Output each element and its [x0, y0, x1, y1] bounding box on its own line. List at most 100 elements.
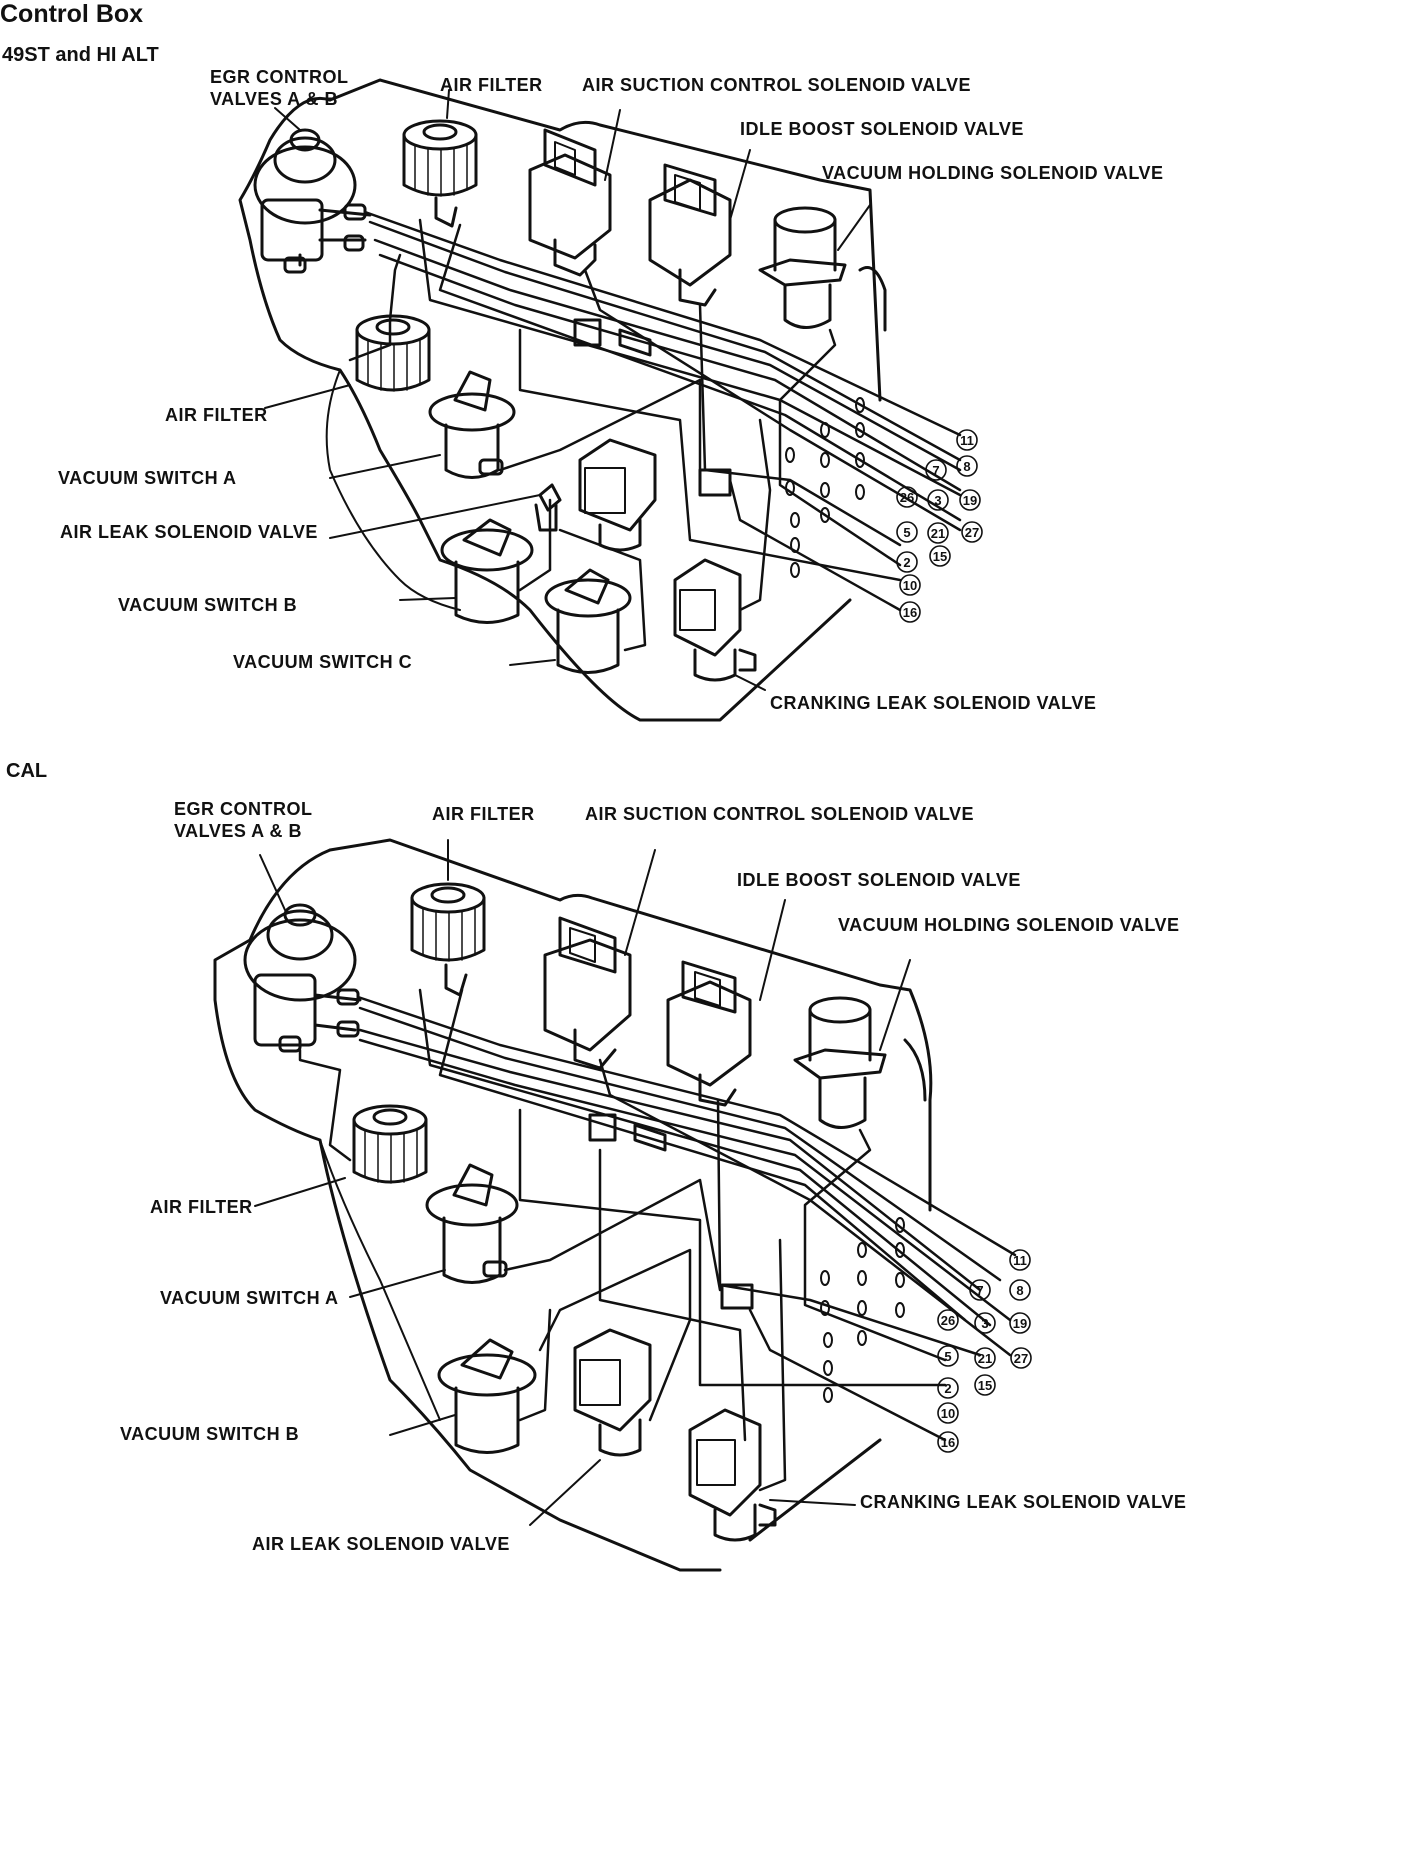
- air-filter-left-cal-drawing: [352, 1104, 428, 1184]
- label-idle-boost-solenoid-valve-cal: IDLE BOOST SOLENOID VALVE: [737, 870, 1021, 890]
- vacuum-hose-bundle: [348, 210, 962, 652]
- callout-cal-8: [1009, 1279, 1031, 1301]
- callout-cal-10-text: 10: [941, 1406, 955, 1421]
- label-egr-control-valves: EGR CONTROL VALVES A & B: [210, 66, 349, 110]
- vacuum-switch-a-drawing: [428, 370, 516, 479]
- label-vacuum-holding-solenoid-valve-cal: VACUUM HOLDING SOLENOID VALVE: [838, 915, 1180, 935]
- variant-heading-cal: CAL: [6, 760, 48, 782]
- control-box-housing-right-cal: [748, 1438, 882, 1542]
- callout-cal-16-text: 16: [941, 1435, 955, 1450]
- diagram-top-drawing: [238, 78, 962, 722]
- page-title: Control Box: [0, 0, 144, 28]
- cranking-leak-solenoid-cal-drawing: [688, 1408, 777, 1542]
- label-air-leak-solenoid-valve-cal: AIR LEAK SOLENOID VALVE: [252, 1534, 510, 1554]
- vacuum-switch-b-drawing: [440, 518, 534, 624]
- callout-cal-11-text: 11: [1013, 1253, 1027, 1268]
- air-filter-left-drawing: [355, 314, 431, 392]
- idle-boost-solenoid-drawing: [648, 163, 732, 307]
- callout-top-10-text: 10: [903, 578, 917, 593]
- top-hose-number-callouts: [896, 429, 983, 623]
- control-box-housing-left-cal: [213, 848, 722, 1572]
- callout-top-11: [956, 429, 978, 451]
- callout-top-2: [896, 551, 918, 573]
- callout-cal-2: [937, 1377, 959, 1399]
- label-air-leak-solenoid-valve: AIR LEAK SOLENOID VALVE: [60, 522, 318, 542]
- callout-top-7-text: 7: [932, 463, 939, 478]
- label-vacuum-holding-solenoid-valve: VACUUM HOLDING SOLENOID VALVE: [822, 163, 1164, 183]
- bottom-leader-lines: [254, 839, 911, 1526]
- egr-control-valve-cal-drawing: [243, 903, 362, 1053]
- hose-clamps-cal: [820, 1217, 905, 1403]
- label-vacuum-switch-b-cal: VACUUM SWITCH B: [120, 1424, 300, 1444]
- label-idle-boost-solenoid-valve: IDLE BOOST SOLENOID VALVE: [740, 119, 1024, 139]
- vacuum-holding-solenoid-drawing: [758, 206, 887, 332]
- idle-boost-solenoid-cal-drawing: [666, 960, 752, 1107]
- callout-top-5: [896, 521, 918, 543]
- callout-top-15: [929, 545, 951, 567]
- callout-cal-27: [1010, 1347, 1032, 1369]
- label-cranking-leak-solenoid-valve: CRANKING LEAK SOLENOID VALVE: [770, 693, 1097, 713]
- cranking-leak-solenoid-drawing: [673, 558, 757, 682]
- diagram-bottom-drawing: [213, 838, 1017, 1572]
- label-air-filter-left: AIR FILTER: [165, 405, 268, 425]
- callout-top-7: [925, 459, 947, 481]
- callout-cal-19: [1009, 1312, 1031, 1334]
- callout-top-15-text: 15: [933, 549, 947, 564]
- label-vacuum-switch-a: VACUUM SWITCH A: [58, 468, 237, 488]
- label-cranking-leak-solenoid-valve-cal: CRANKING LEAK SOLENOID VALVE: [860, 1492, 1187, 1512]
- callout-cal-21-text: 21: [978, 1351, 992, 1366]
- top-hose-number-text: 11 8 7 19 3 26 27 21 5 15 2 10 16: [900, 433, 979, 620]
- callout-top-10: [899, 574, 921, 596]
- callout-top-8: [956, 455, 978, 477]
- vacuum-switch-a-cal-drawing: [425, 1163, 519, 1284]
- label-vacuum-switch-c: VACUUM SWITCH C: [233, 652, 413, 672]
- callout-top-26-text: 26: [900, 490, 914, 505]
- callout-cal-16: [937, 1431, 959, 1453]
- egr-control-valve-drawing: [253, 128, 372, 274]
- label-egr-line1-cal: EGR CONTROL: [174, 799, 313, 819]
- callout-cal-5-text: 5: [944, 1349, 951, 1364]
- label-egr-line2-cal: VALVES A & B: [174, 821, 303, 841]
- callout-cal-7-text: 7: [976, 1283, 983, 1298]
- hose-clamps: [785, 397, 865, 578]
- control-box-housing-outline: [238, 96, 852, 722]
- vacuum-holding-solenoid-cal-drawing: [793, 996, 927, 1129]
- callout-cal-19-text: 19: [1013, 1316, 1027, 1331]
- label-egr-control-valves-cal: EGR CONTROL VALVES A & B: [174, 798, 313, 842]
- callout-top-27: [961, 521, 983, 543]
- callout-cal-21: [974, 1347, 996, 1369]
- label-vacuum-switch-b: VACUUM SWITCH B: [118, 595, 298, 615]
- top-leader-lines: [264, 89, 871, 691]
- callout-top-3-text: 3: [934, 493, 941, 508]
- callout-cal-10: [937, 1402, 959, 1424]
- control-box-housing-outline-cal: [328, 838, 933, 1212]
- callout-top-2-text: 2: [903, 555, 910, 570]
- callout-top-8-text: 8: [963, 459, 970, 474]
- callout-top-19-text: 19: [963, 493, 977, 508]
- bottom-hose-number-callouts: [937, 1249, 1032, 1453]
- callout-top-27-text: 27: [965, 525, 979, 540]
- air-filter-top-drawing: [402, 119, 478, 228]
- callout-cal-27-text: 27: [1014, 1351, 1028, 1366]
- callout-cal-7: [969, 1279, 991, 1301]
- label-egr-line1: EGR CONTROL: [210, 67, 349, 87]
- callout-top-11-text: 11: [960, 433, 974, 448]
- callout-cal-15-text: 15: [978, 1378, 992, 1393]
- callout-top-21-text: 21: [931, 526, 945, 541]
- callout-cal-8-text: 8: [1016, 1283, 1023, 1298]
- callout-top-16-text: 16: [903, 605, 917, 620]
- label-air-filter-top: AIR FILTER: [440, 75, 543, 95]
- label-air-suction-control-solenoid-valve: AIR SUCTION CONTROL SOLENOID VALVE: [582, 75, 972, 95]
- callout-cal-26-text: 26: [941, 1313, 955, 1328]
- control-box-housing-inner-cal: [319, 1139, 441, 1421]
- control-box-housing-top: [328, 78, 882, 402]
- label-air-suction-control-solenoid-valve-cal: AIR SUCTION CONTROL SOLENOID VALVE: [585, 804, 975, 824]
- control-box-housing-inner: [325, 369, 461, 611]
- callout-cal-11: [1009, 1249, 1031, 1271]
- air-suction-solenoid-drawing: [528, 128, 612, 277]
- air-suction-solenoid-cal-drawing: [543, 916, 632, 1070]
- vacuum-hose-bundle-cal: [298, 988, 1017, 1492]
- callout-cal-5: [937, 1345, 959, 1367]
- air-leak-solenoid-drawing: [534, 438, 657, 552]
- callout-top-3: [927, 489, 949, 511]
